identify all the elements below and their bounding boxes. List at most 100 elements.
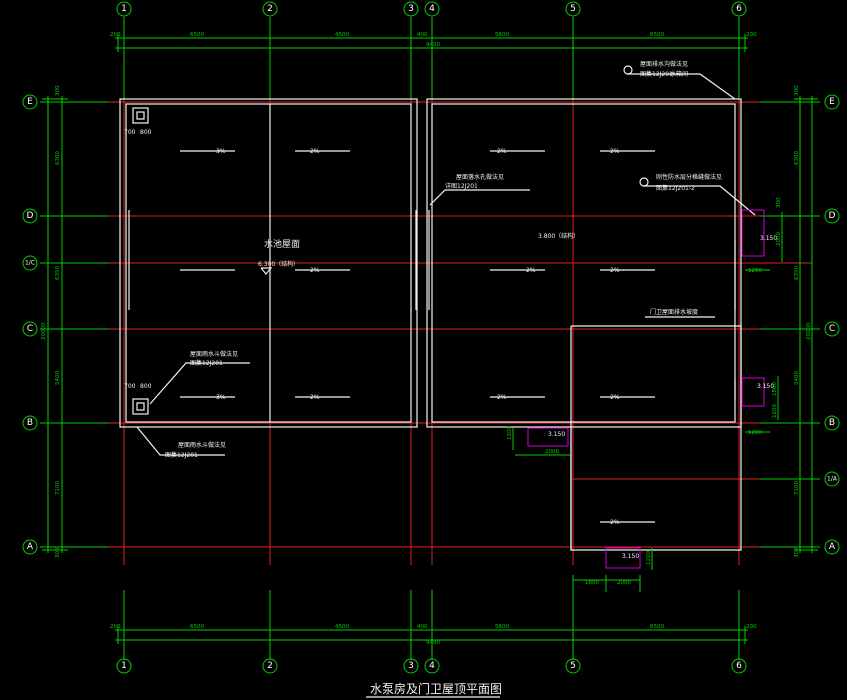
dim-left-5: 5400 xyxy=(55,371,61,385)
gatehouse-outline xyxy=(570,325,742,551)
right-small-5: 1800 xyxy=(772,382,778,396)
dim-right-6: 7100 xyxy=(794,481,800,495)
bubble-bot-2: 2 xyxy=(267,661,273,671)
dim-bot-3: 4500 xyxy=(335,624,349,630)
right-dimension: 300 6300 6350 20000 5400 7100 300 xyxy=(760,85,820,558)
slope-11: 2% xyxy=(610,394,620,401)
slope-6: 2% xyxy=(497,148,507,155)
bubble-top-2: 2 xyxy=(267,4,273,14)
roof-hatch-top xyxy=(132,107,149,124)
slope-3: 2% xyxy=(310,267,320,274)
dim-top-5: 5600 xyxy=(495,32,509,38)
annotation-3: 水箱间 xyxy=(670,70,688,78)
dim-bottom-small-2: 2000 xyxy=(617,580,631,586)
marker-bottom xyxy=(605,547,641,569)
annotation-7: 图集12J201 xyxy=(190,359,223,367)
slope-10: 2% xyxy=(497,394,507,401)
dim-bot-7: 200 xyxy=(746,624,757,630)
annotation-11: 图集12J201-2 xyxy=(656,184,695,192)
slope-2: 2% xyxy=(310,148,320,155)
right-small-6: 1200 xyxy=(772,404,778,418)
opening-bot-h: 800 xyxy=(140,383,152,390)
bubble-left-E: E xyxy=(27,97,33,107)
dim-bot-total: 9400 xyxy=(426,640,440,646)
left-dimension: 300 6300 6350 20000 5400 7100 300 xyxy=(40,85,108,558)
dim-bottom-small-1: 1800 xyxy=(585,580,599,586)
dim-top-3: 4500 xyxy=(335,32,349,38)
roof-hatch-bottom xyxy=(132,398,149,415)
annotation-4: 屋面落水孔做法见 xyxy=(456,173,504,181)
dim-left-6: 7100 xyxy=(55,481,61,495)
elev-4: 3.150 xyxy=(622,553,639,560)
bubble-left-D: D xyxy=(27,211,34,221)
pump-roof-elevation: 3.800（结构） xyxy=(538,232,579,240)
bubble-bot-4: 4 xyxy=(429,661,435,671)
elev-1: 3.150 xyxy=(760,235,777,242)
bubble-right-C: C xyxy=(829,324,835,334)
pump-room-outline xyxy=(426,98,742,428)
dim-left-3: 6350 xyxy=(55,266,61,280)
bottom-dimension: 200 6500 4500 400 5600 6500 200 9400 xyxy=(110,624,757,646)
bubble-right-B: B xyxy=(829,418,835,428)
marker-gate xyxy=(527,427,569,447)
slope-arrows: 3% 2% 2% 3% 2% 2% 2% 2% 2% 2% 2% 2% xyxy=(180,148,655,526)
marker-b xyxy=(741,377,765,407)
right-small-2: 1200 xyxy=(748,430,762,436)
dim-bot-1: 200 xyxy=(110,624,121,630)
annotation-10: 刚性防水层分格缝做法见 xyxy=(656,173,722,181)
dim-left-4: 20000 xyxy=(41,322,47,340)
pool-roof-label: 水池屋面 xyxy=(264,238,300,250)
annotations: 屋面排水沟做法见 图集12J201 水箱间 屋面落水孔做法见 详图12J201 … xyxy=(136,60,756,459)
bubble-right-1A: 1/A xyxy=(827,476,838,483)
grid-bubbles-bottom: 1 2 3 4 5 6 xyxy=(116,658,747,674)
pool-roof-elevation: 6.300（结构） xyxy=(258,260,299,268)
dim-bot-2: 6500 xyxy=(190,624,204,630)
slope-12: 2% xyxy=(610,519,620,526)
local-dim-1: 2000 xyxy=(545,449,559,455)
opening-top-h: 800 xyxy=(140,129,152,136)
bubble-top-3: 3 xyxy=(408,4,414,14)
grid-extensions xyxy=(123,17,740,660)
dim-top-2: 6500 xyxy=(190,32,204,38)
annotation-2: 图集12J201 xyxy=(640,70,673,78)
dim-left-7: 300 xyxy=(55,547,61,558)
top-dimension: 200 6500 4500 400 5600 6500 200 9400 xyxy=(110,32,757,52)
bubble-right-E: E xyxy=(829,97,835,107)
dim-bot-4: 400 xyxy=(417,624,428,630)
right-small-3: 300 xyxy=(776,197,782,208)
bubble-left-A: A xyxy=(27,542,34,552)
dim-bot-6: 6500 xyxy=(650,624,664,630)
annotation-8: 屋面雨水斗做法见 xyxy=(178,441,226,449)
bubble-top-5: 5 xyxy=(570,4,576,14)
marker-d xyxy=(741,209,765,257)
room-labels: 水池屋面 6.300（结构） 3.800（结构） 门卫屋面排水坡度 xyxy=(258,232,715,318)
annotation-9: 图集12J201 xyxy=(165,451,198,459)
bubble-top-1: 1 xyxy=(121,4,127,14)
dim-bottom-vert: 1200 xyxy=(646,551,652,565)
dim-bot-5: 5600 xyxy=(495,624,509,630)
local-dims: 2000 1200 1800 2000 1200 1200 1200 300 2… xyxy=(507,197,783,592)
bubble-bot-6: 6 xyxy=(736,661,742,671)
bubble-bot-5: 5 xyxy=(570,661,576,671)
dim-top-total: 9400 xyxy=(426,42,440,48)
dim-right-1: 300 xyxy=(794,85,800,96)
grid-bubbles-right: E D C B 1/A A xyxy=(824,94,840,555)
bubble-right-A: A xyxy=(829,542,836,552)
bubble-top-6: 6 xyxy=(736,4,742,14)
dim-right-4: 20000 xyxy=(806,322,812,340)
elevation-markers: 3.150 3.150 3.150 3.150 xyxy=(527,209,777,569)
grid-bubbles-left: E D 1/C C B A xyxy=(22,94,38,555)
dim-right-3: 6350 xyxy=(794,266,800,280)
local-dim-2: 1200 xyxy=(507,426,513,440)
annotation-1: 屋面排水沟做法见 xyxy=(640,60,688,68)
bubble-top-4: 4 xyxy=(429,4,435,14)
dim-left-2: 6300 xyxy=(55,151,61,165)
bubble-left-1C: 1/C xyxy=(25,260,35,267)
slope-9: 2% xyxy=(610,267,620,274)
dim-right-5: 5400 xyxy=(794,371,800,385)
slope-4: 3% xyxy=(216,394,226,401)
slope-7: 2% xyxy=(610,148,620,155)
slope-8: 2% xyxy=(526,267,536,274)
